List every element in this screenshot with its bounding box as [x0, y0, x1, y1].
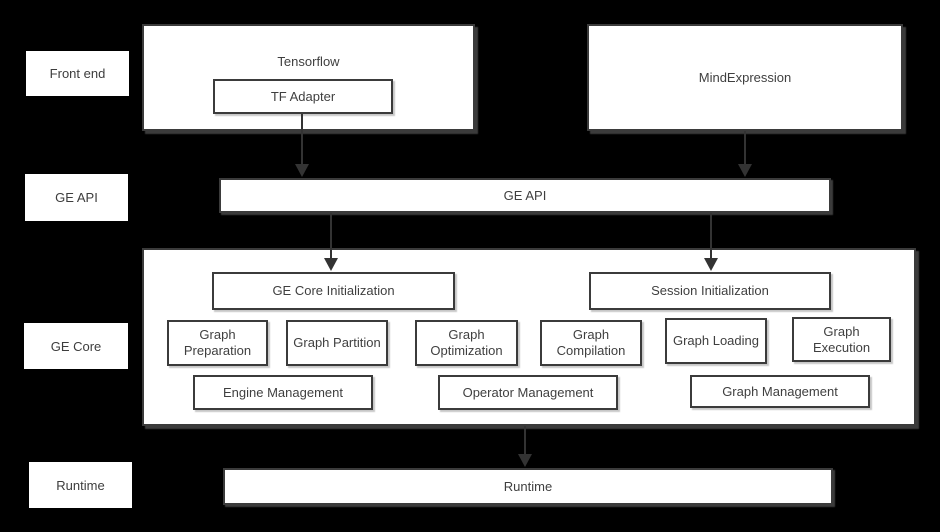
graph-partition-box: Graph Partition: [286, 320, 388, 366]
arrow-ge-core-to-runtime-shaft: [524, 426, 526, 454]
tensorflow-box: [142, 24, 475, 131]
arrow-mindexpression-to-ge-api-shaft: [744, 131, 746, 164]
tensorflow-label: Tensorflow: [277, 54, 340, 69]
arrow-ge-api-to-ge-core-init-shaft: [330, 213, 332, 258]
row-label-ge-api: GE API: [25, 174, 128, 221]
graph-compilation-box: Graph Compilation: [540, 320, 642, 366]
arrow-ge-core-to-runtime-head: [518, 454, 532, 467]
arrow-ge-api-to-ge-core-init-head: [324, 258, 338, 271]
arrow-mindexpression-to-ge-api-head: [738, 164, 752, 177]
ge-core-initialization-box: GE Core Initialization: [212, 272, 455, 310]
graph-management-box: Graph Management: [690, 375, 870, 408]
operator-management-box: Operator Management: [438, 375, 618, 410]
graph-loading-box: Graph Loading: [665, 318, 767, 364]
mindexpression-box: MindExpression: [587, 24, 903, 131]
ge-api-bar: GE API: [219, 178, 831, 213]
row-label-front-end: Front end: [26, 51, 129, 96]
tf-adapter-box: TF Adapter: [213, 79, 393, 114]
row-label-ge-core: GE Core: [24, 323, 128, 369]
arrow-ge-api-to-session-init-head: [704, 258, 718, 271]
arrow-tf-adapter-to-ge-api-shaft: [301, 114, 303, 164]
engine-management-box: Engine Management: [193, 375, 373, 410]
arrow-ge-api-to-session-init-shaft: [710, 213, 712, 258]
row-label-runtime: Runtime: [29, 462, 132, 508]
graph-preparation-box: Graph Preparation: [167, 320, 268, 366]
graph-execution-box: Graph Execution: [792, 317, 891, 362]
arrow-tf-adapter-to-ge-api-head: [295, 164, 309, 177]
runtime-bar: Runtime: [223, 468, 833, 505]
session-initialization-box: Session Initialization: [589, 272, 831, 310]
graph-optimization-box: Graph Optimization: [415, 320, 518, 366]
